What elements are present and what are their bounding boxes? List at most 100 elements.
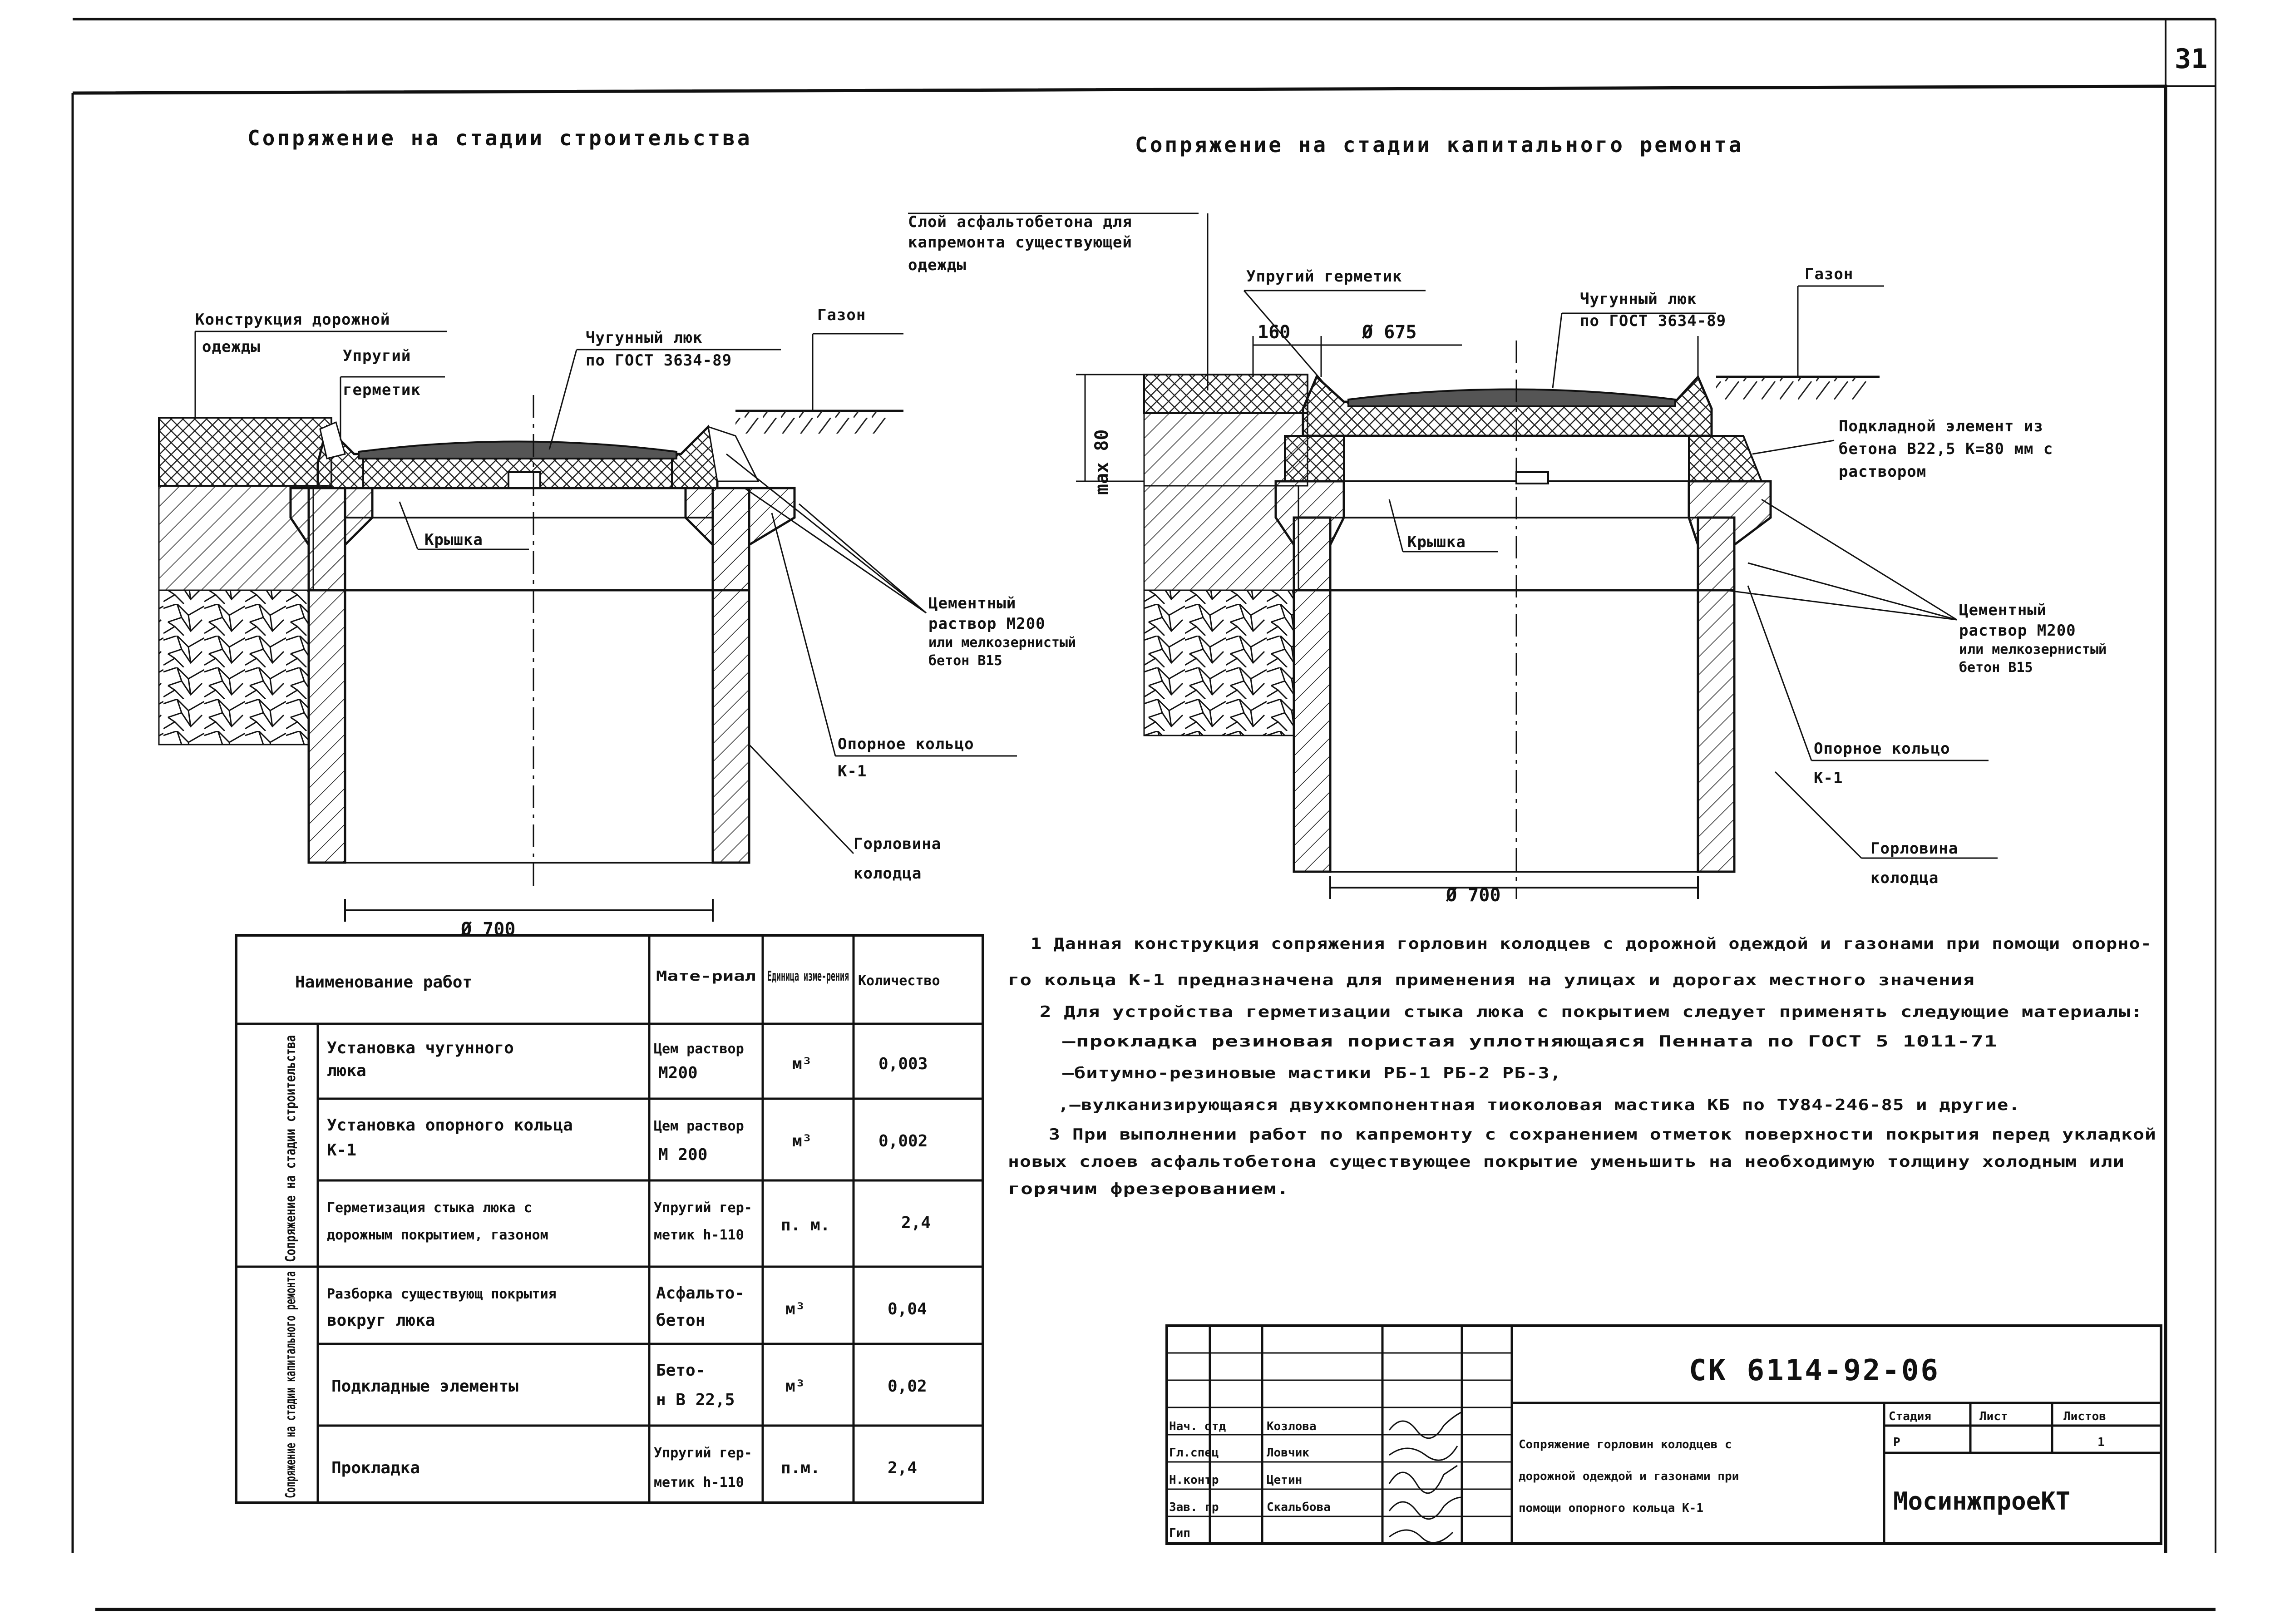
row2-qty: 0,002 [878,1132,928,1150]
note-line-5: —битумно-резиновые мастики РБ-1 РБ-2 РБ-… [1062,1064,1562,1082]
label-neck-r-2: колодца [1870,869,1939,887]
sealant-joint-left [319,421,346,459]
row6-mat-2: метик h-110 [654,1475,744,1491]
row4-unit: м³ [785,1300,805,1318]
row1-work-1: Установка чугунного [327,1039,514,1057]
title-block: СК 6114-92-06 Нач. отд Козлова Гл.спец Л… [1165,1324,2162,1545]
th-qty: Количество [858,973,940,989]
row4-work-1: Разборка существующ покрытия [327,1286,557,1302]
note-line-3: 2 Для устройства герметизации стыка люка… [1040,1003,2143,1021]
note-line-9: горячим фрезерованием. [1008,1180,1289,1198]
left-diameter-700: Ø 700 [460,919,515,940]
row1-work-2: люка [327,1061,366,1080]
row1-unit: м³ [792,1055,812,1073]
label-hatch-r-1: Чугунный люк [1580,290,1697,308]
note-line-1: 1 Данная конструкция сопряжения горловин… [1031,935,2152,953]
label-mortar-r-3: или мелкозернистый [1959,642,2107,657]
row2-mat-2: М 200 [658,1145,707,1164]
left-section-diagram: Ø 700 Конструкция дорожной одежды Упруги… [158,306,1076,940]
row6-qty: 2,4 [888,1459,917,1477]
label-mortar-4: бетон В15 [928,653,1002,669]
lawn-soil [735,411,890,434]
well-bore-r [1329,517,1699,873]
label-asphalt-1: Слой асфальтобетона для [908,213,1132,231]
label-road-construction-2: одежды [202,338,261,356]
stamp-name-4: Скальбова [1267,1501,1331,1514]
row1-mat-2: М200 [658,1064,698,1082]
row2-work-2: К-1 [327,1141,356,1160]
title-construction: Сопряжение на стадии строительства [247,126,752,150]
th-material: Мате-риал [656,968,756,984]
label-ring-1: Опорное кольцо [838,735,974,753]
organization-name: МосинжпроеКТ [1893,1487,2070,1515]
note-line-8: новых слоев асфальтобетона существующее … [1008,1153,2125,1171]
row3-unit: п. м. [781,1216,830,1234]
sheet-frame [71,18,2216,1611]
signatures [1388,1411,1462,1544]
notes-block: 1 Данная конструкция сопряжения горловин… [1008,935,2156,1198]
label-sub-element-3: раствором [1839,463,1926,481]
label-sealant-2: герметик [343,381,421,399]
row5-work-1: Подкладные элементы [331,1377,518,1396]
label-mortar-1: Цементный [928,594,1016,612]
stamp-name-1: Козлова [1267,1420,1317,1433]
road-pavement-layer-r [1143,412,1308,487]
stamp-name-3: Цетин [1267,1473,1302,1487]
row6-unit: п.м. [781,1459,820,1477]
label-hatch-r-2: по ГОСТ 3634-89 [1580,312,1726,330]
row1-mat-1: Цем раствор [654,1041,744,1057]
label-ring-r-2: К-1 [1814,769,1843,787]
group-repair: Сопряжение на стадии капитального ремонт… [283,1271,299,1498]
row3-work-2: дорожным покрытием, газоном [327,1227,548,1243]
doc-code: СК 6114-92-06 [1689,1354,1940,1387]
stamp-desc-3: помощи опорного кольца К-1 [1519,1501,1703,1515]
label-mortar-2: раствор М200 [928,615,1046,633]
label-neck-2: колодца [854,864,922,883]
dim-675: Ø 675 [1362,322,1416,343]
row5-unit: м³ [785,1377,805,1396]
hatch-cover [358,440,677,459]
label-asphalt-2: капремонта существующей [908,233,1132,252]
right-section-diagram: 160 Ø 675 max 80 Ø 700 [908,212,2107,906]
group-construction: Сопряжение на стадии строительства [283,1035,299,1262]
label-ring-2: К-1 [838,762,867,780]
label-mortar-r-2: раствор М200 [1959,622,2076,640]
rubble-fill-r [1143,589,1295,736]
right-diameter-700: Ø 700 [1446,885,1500,906]
label-ring-r-1: Опорное кольцо [1814,740,1950,758]
note-line-2: го кольца К-1 предназначена для применен… [1008,971,1975,989]
note-line-6: ,—вулканизирующаяся двухкомпонентная тио… [1058,1096,2020,1114]
stamp-role-1: Нач. отд [1169,1420,1226,1433]
row2-work-1: Установка опорного кольца [327,1116,573,1135]
label-hatch-2: по ГОСТ 3634-89 [586,351,732,370]
stamp-role-3: Н.контр [1169,1473,1219,1487]
sheet-number: 31 [2175,43,2207,75]
th-unit: Единица изме-рения [767,968,849,984]
cover-lug-r [1515,471,1549,484]
label-mortar-r-4: бетон В15 [1959,660,2033,676]
row4-mat-2: бетон [656,1311,705,1330]
label-lawn: Газон [817,306,866,324]
row2-unit: м³ [792,1132,812,1150]
note-line-7: 3 При выполнении работ по капремонту с с… [1049,1125,2156,1144]
label-hatch-1: Чугунный люк [586,329,703,347]
label-sealant-1: Упругий [343,347,411,365]
sheet-header: Лист [1979,1410,2008,1423]
row4-qty: 0,04 [888,1300,927,1318]
row5-qty: 0,02 [888,1377,927,1396]
rubble-fill [158,589,310,745]
stamp-role-2: Гл.спец [1169,1446,1219,1460]
note-line-4: —прокладка резиновая пористая уплотняюща… [1062,1032,1998,1051]
road-pavement-layer [158,417,332,487]
row3-qty: 2,4 [901,1214,931,1232]
row2-mat-1: Цем раствор [654,1118,744,1134]
label-cover: Крышка [424,531,483,549]
stage-header: Стадия [1889,1410,1931,1423]
stamp-role-5: Гип [1169,1526,1190,1540]
stamp-desc-1: Сопряжение горловин колодцев с [1519,1438,1732,1451]
label-neck-1: Горловина [854,835,941,853]
row1-qty: 0,003 [878,1055,928,1073]
hatch-cover-r [1347,388,1676,407]
sheets-value: 1 [2097,1436,2105,1449]
